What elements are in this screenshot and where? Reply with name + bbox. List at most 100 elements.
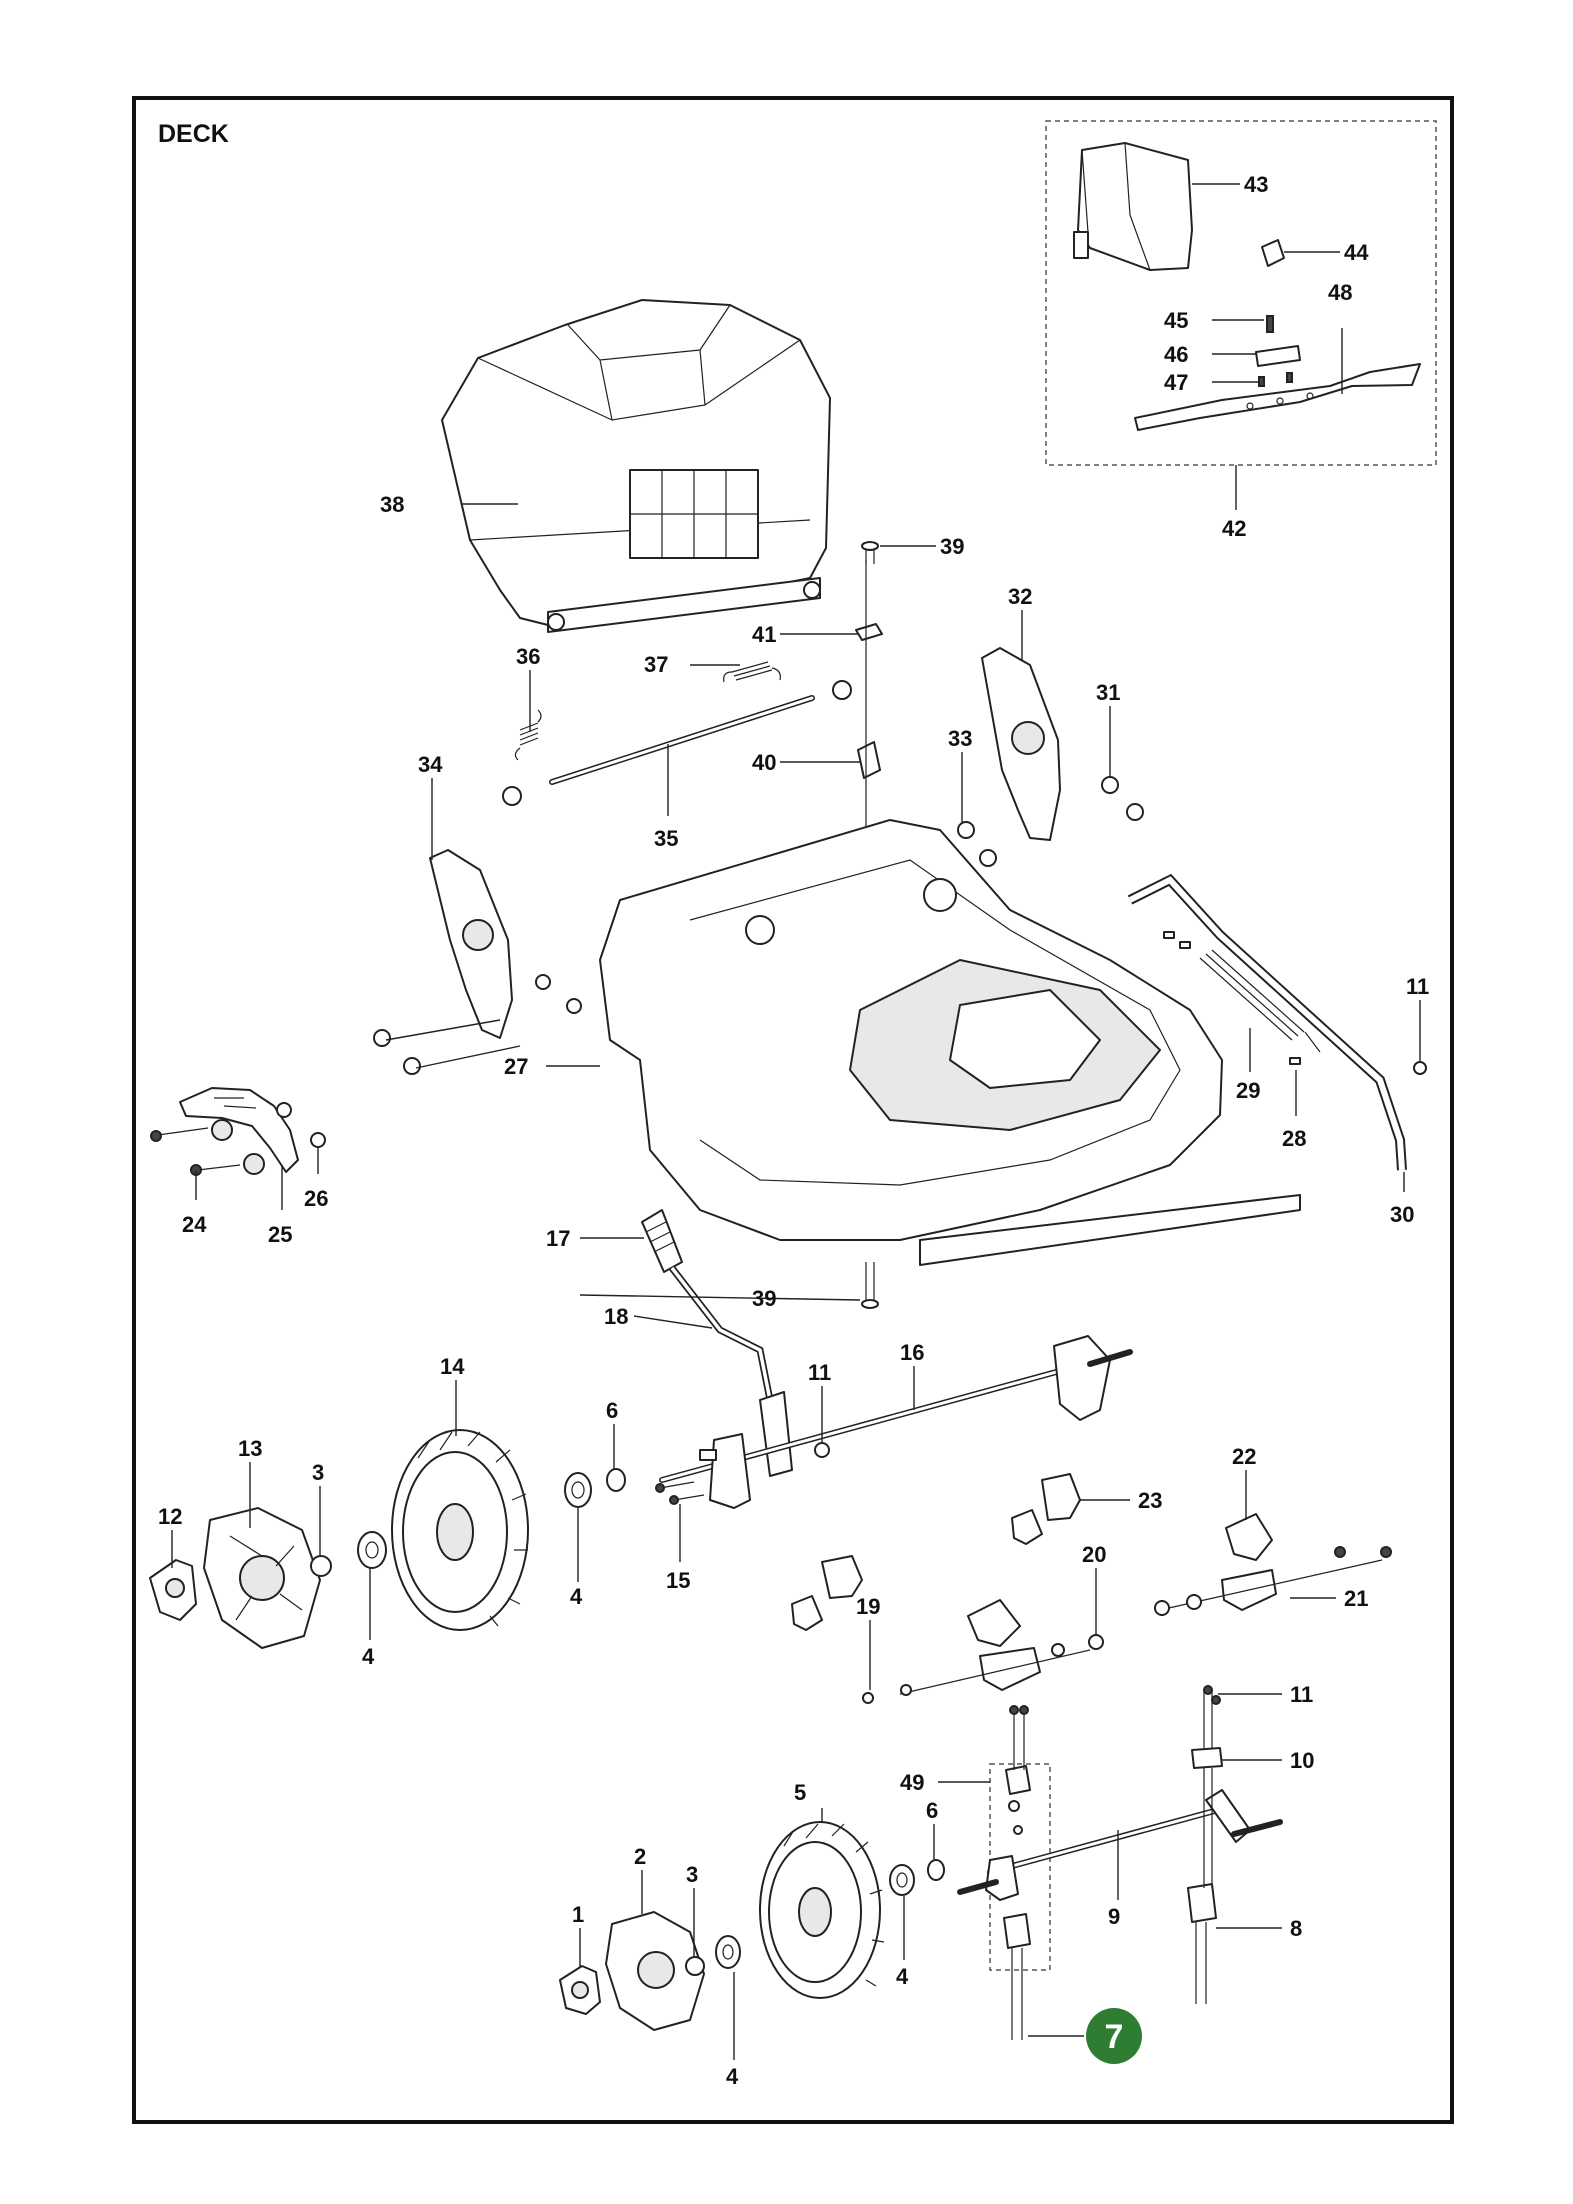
label-39-bottom: 39 (752, 1286, 776, 1311)
part-top-cover-38 (441, 299, 831, 633)
label-29: 29 (1236, 1078, 1260, 1103)
part-deck-27 (599, 819, 1301, 1266)
label-30: 30 (1390, 1202, 1414, 1227)
label-9: 9 (1108, 1904, 1120, 1929)
part-screw-45 (1266, 315, 1274, 333)
part-bushing-19 (791, 1555, 863, 1631)
label-37: 37 (644, 652, 668, 677)
label-46: 46 (1164, 342, 1188, 367)
label-3-top: 3 (312, 1460, 324, 1485)
label-27: 27 (504, 1054, 528, 1079)
part-rod-35 (549, 695, 815, 785)
part-screw-39-top (861, 541, 879, 564)
label-23: 23 (1138, 1488, 1162, 1513)
label-34: 34 (418, 752, 443, 777)
blade-kit-box (1045, 120, 1437, 466)
part-clip-44 (1261, 239, 1285, 267)
label-28: 28 (1282, 1126, 1306, 1151)
label-6-top: 6 (606, 1398, 618, 1423)
label-36: 36 (516, 644, 540, 669)
part-spring-37 (723, 661, 781, 683)
part-clip-41 (855, 623, 883, 641)
label-20: 20 (1082, 1542, 1106, 1567)
part-lever-18 (669, 1265, 793, 1477)
part-screw-39-bottom (861, 1262, 879, 1309)
part-nut-11-right (1413, 1061, 1427, 1075)
label-32: 32 (1008, 584, 1032, 609)
part-wheel-14 (391, 1429, 529, 1631)
part-wheel-cover-13 (203, 1507, 321, 1649)
label-8: 8 (1290, 1916, 1302, 1941)
part-pins-28 (1163, 931, 1301, 1065)
part-bracket-8 (1187, 1768, 1217, 2004)
part-bearing-4-bottom-right (889, 1864, 915, 1896)
label-25: 25 (268, 1222, 292, 1247)
part-bearing-4-top-right (564, 1472, 592, 1508)
label-21: 21 (1344, 1586, 1368, 1611)
label-41: 41 (752, 622, 776, 647)
label-35: 35 (654, 826, 678, 851)
label-4-c: 4 (726, 2064, 739, 2089)
part-bracket-20 (862, 1599, 1104, 1704)
label-24: 24 (182, 1212, 207, 1237)
badge-number: 7 (1105, 2018, 1124, 2056)
label-10: 10 (1290, 1748, 1314, 1773)
part-hub-cap-1 (559, 1965, 601, 2015)
label-3-bottom: 3 (686, 1862, 698, 1887)
label-42: 42 (1222, 516, 1246, 541)
label-5: 5 (794, 1780, 806, 1805)
part-rear-axle-16 (659, 1335, 1133, 1509)
part-handle-30 (1127, 873, 1407, 1171)
part-lever-grip-17 (641, 1209, 683, 1273)
label-40: 40 (752, 750, 776, 775)
part-wheel-cover-2 (605, 1911, 705, 2031)
part-bushing-6-bottom (927, 1859, 945, 1881)
part-height-bracket-32 (981, 647, 1061, 841)
part-nuts-31-33 (957, 776, 1144, 867)
part-hub-cap-12 (149, 1559, 197, 1621)
label-22: 22 (1232, 1444, 1256, 1469)
label-6-bottom: 6 (926, 1798, 938, 1823)
part-bushing-23 (1011, 1473, 1081, 1545)
label-18: 18 (604, 1304, 628, 1329)
label-4-a: 4 (362, 1644, 375, 1669)
part-nut-3-top (310, 1555, 332, 1577)
part-nut-11-mid (814, 1442, 830, 1458)
part-bearing-4-bottom-left (715, 1935, 741, 1969)
part-bracket-kit-49 (1003, 1705, 1031, 2040)
highlight-badge: 7 (1086, 2008, 1142, 2064)
label-11-right: 11 (1406, 974, 1429, 999)
part-bracket-21-22 (1154, 1513, 1392, 1616)
diagram-title: DECK (158, 120, 229, 148)
label-11-front: 11 (1290, 1682, 1313, 1707)
part-bracket-10 (1191, 1685, 1223, 1769)
label-43: 43 (1244, 172, 1268, 197)
label-1: 1 (572, 1902, 584, 1927)
label-33: 33 (948, 726, 972, 751)
label-4-d: 4 (896, 1964, 909, 1989)
label-16: 16 (900, 1340, 924, 1365)
badge-circle (1086, 2008, 1142, 2064)
label-44: 44 (1344, 240, 1369, 265)
part-number-labels: 1 2 3 3 4 4 4 4 5 6 6 8 9 10 11 11 11 12… (158, 172, 1429, 2089)
label-11-mid: 11 (808, 1360, 831, 1385)
part-bushing-6-top (606, 1468, 626, 1492)
part-height-plate-25 (179, 1087, 299, 1175)
part-grass-chute-43 (1073, 142, 1193, 271)
label-14: 14 (440, 1354, 465, 1379)
label-47: 47 (1164, 370, 1188, 395)
label-45: 45 (1164, 308, 1188, 333)
part-height-bracket-34 (429, 849, 513, 1039)
label-15: 15 (666, 1568, 690, 1593)
part-nuts-26 (276, 1102, 326, 1148)
bracket-kit-box (989, 1763, 1051, 1971)
part-screws-47 (1258, 372, 1293, 387)
label-48: 48 (1328, 280, 1352, 305)
label-19: 19 (856, 1594, 880, 1619)
diagram-frame (132, 96, 1454, 2124)
leader-lines (171, 183, 1421, 2060)
label-39-top: 39 (940, 534, 964, 559)
label-38: 38 (380, 492, 404, 517)
label-13: 13 (238, 1436, 262, 1461)
